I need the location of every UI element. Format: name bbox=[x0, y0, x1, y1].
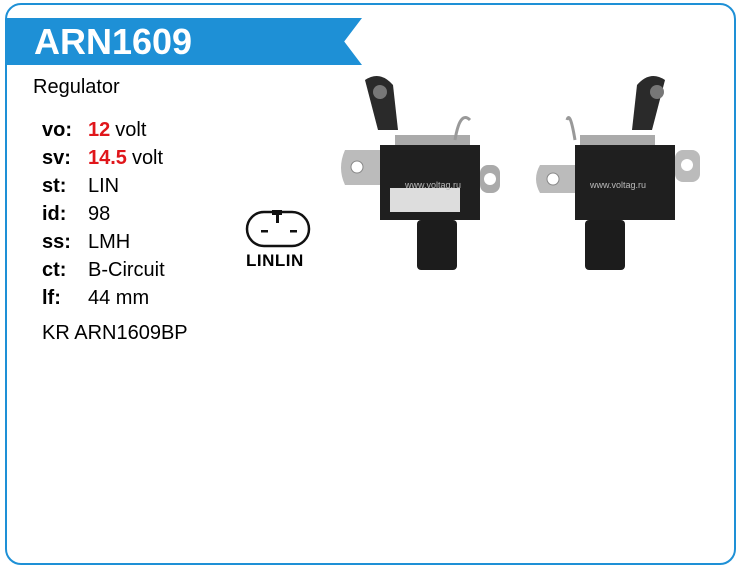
spec-key: st: bbox=[42, 175, 67, 197]
spec-value: volt bbox=[115, 119, 147, 141]
spec-value: 44 mm bbox=[88, 287, 150, 309]
spec-row-ss: ss: LMH bbox=[42, 228, 165, 256]
spec-row-ct: ct: B-Circuit bbox=[42, 256, 165, 284]
spec-row-id: id: 98 bbox=[42, 200, 165, 228]
connector-label: LINLIN bbox=[246, 251, 304, 270]
spec-key: ss: bbox=[42, 231, 71, 253]
spec-highlight: 12 bbox=[88, 119, 111, 141]
connector-plug-icon bbox=[245, 210, 311, 248]
product-title: ARN1609 bbox=[34, 21, 193, 62]
regulator-back-image: www.voltag.ru bbox=[536, 76, 700, 270]
spec-key: ct: bbox=[42, 259, 67, 281]
svg-text:www.voltag.ru: www.voltag.ru bbox=[404, 180, 461, 190]
title-banner bbox=[6, 18, 362, 65]
oem-code: KR ARN1609BP bbox=[42, 322, 188, 344]
spec-key: lf: bbox=[42, 287, 61, 309]
spec-value: 98 bbox=[88, 203, 111, 225]
card-border bbox=[5, 3, 736, 565]
spec-value: B-Circuit bbox=[88, 259, 165, 281]
spec-highlight: 14.5 bbox=[88, 147, 127, 169]
spec-value: LIN bbox=[88, 175, 120, 197]
regulator-front-image: www.voltag.ru bbox=[341, 76, 500, 270]
spec-key: vo: bbox=[42, 119, 72, 141]
spec-row-st: st: LIN bbox=[42, 172, 165, 200]
spec-key: sv: bbox=[42, 147, 71, 169]
product-type: Regulator bbox=[33, 76, 120, 98]
spec-row-lf: lf: 44 mm bbox=[42, 284, 165, 312]
spec-key: id: bbox=[42, 203, 67, 225]
spec-value: volt bbox=[131, 147, 164, 169]
watermark: www.voltag.ru bbox=[589, 180, 646, 190]
spec-value: LMH bbox=[88, 231, 131, 253]
